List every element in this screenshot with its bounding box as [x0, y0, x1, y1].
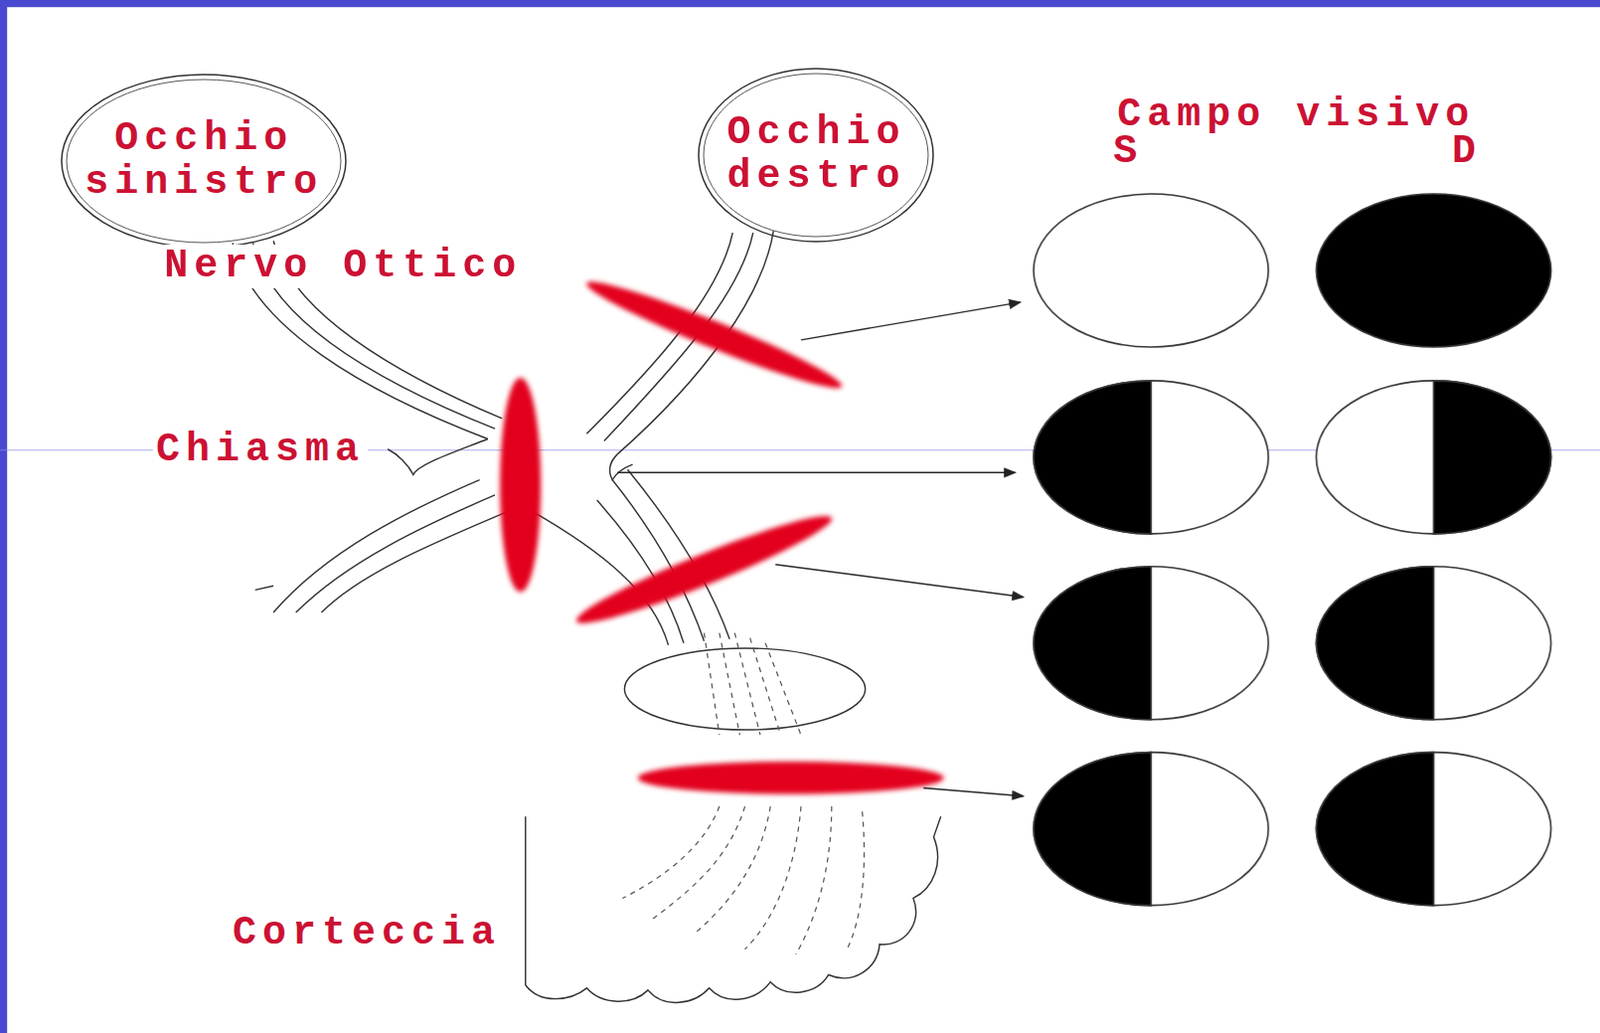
cortex-outline [525, 815, 942, 1002]
eye-outline: Occhio destro [696, 66, 936, 244]
structure-label: Nervo Ottico [160, 244, 525, 289]
structure-label: Corteccia [229, 911, 504, 956]
eye-label: Occhio destro [716, 111, 916, 199]
eye-outline: Occhio sinistro [59, 72, 348, 250]
lesion-arrows [617, 302, 1024, 797]
leader-arrow [923, 788, 1024, 797]
visual-fields [1033, 193, 1552, 906]
leader-arrow [800, 302, 1021, 340]
geniculate-body [624, 647, 865, 730]
eye-label: Occhio sinistro [79, 117, 328, 205]
structure-label: S [1110, 130, 1146, 174]
structure-label: Chiasma [153, 428, 368, 473]
lesions [499, 270, 945, 794]
structure-label: D [1448, 130, 1485, 174]
leader-arrow [617, 472, 1015, 474]
leader-arrow [775, 564, 1024, 598]
structure-label: Campo visivo [1114, 93, 1478, 138]
